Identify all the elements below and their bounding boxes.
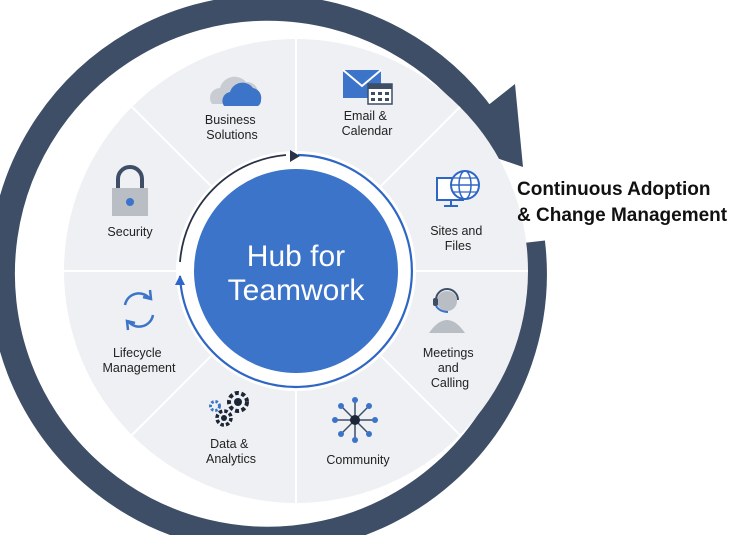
segment-label-line: Files (445, 239, 471, 253)
segment-lifecycle: Lifecycle Management (103, 346, 176, 375)
inner-arrowhead-left (175, 275, 185, 285)
svg-text:Data & Analytics: Data & Analytics (206, 437, 256, 466)
headset-person-icon (429, 288, 465, 333)
inner-cycle-arc-top (179, 154, 287, 263)
globe-monitor-icon (436, 170, 480, 207)
svg-text:Email & Calendar: Email & Calendar (342, 109, 393, 138)
network-hub-icon (332, 397, 378, 443)
envelope-calendar-icon (342, 69, 393, 105)
segment-label-line: Calling (431, 376, 469, 390)
segment-security: Security (107, 225, 153, 239)
segment-sites: Sites and Files (430, 224, 486, 253)
inner-cycle-ring (178, 153, 413, 389)
inner-arrowhead-top (290, 150, 300, 162)
segment-email: Email & Calendar (342, 109, 393, 138)
segment-meetings: Meetings and Calling (423, 346, 477, 390)
svg-text:Lifecycle Management: Lifecycle Management (103, 346, 176, 375)
hub-title-line2: Teamwork (228, 274, 366, 307)
segment-label-line: Calendar (342, 124, 393, 138)
segment-business: Business Solutions (205, 113, 259, 142)
refresh-icon (123, 289, 155, 331)
segment-data: Data & Analytics (206, 437, 256, 466)
cloud-icon (210, 76, 262, 106)
segment-label-line: Security (107, 225, 153, 239)
segment-label-line: Email & (344, 109, 388, 123)
segment-label-line: Business (205, 113, 256, 127)
svg-text:Community: Community (326, 453, 390, 467)
segment-label-line: Management (103, 361, 176, 375)
svg-text:Security: Security (107, 225, 153, 239)
svg-text:Meetings and Calli: Meetings and Calling (423, 346, 477, 390)
segment-label-line: Sites and (430, 224, 482, 238)
gears-icon (209, 391, 249, 427)
segment-label-line: and (438, 361, 459, 375)
segment-label-line: Solutions (206, 128, 257, 142)
segment-label-line: Data & (210, 437, 249, 451)
side-label-line1: Continuous Adoption (517, 179, 710, 200)
hub-title-line1: Hub for (247, 240, 345, 273)
segment-label-line: Community (326, 453, 390, 467)
segment-community: Community (326, 453, 390, 467)
segment-label-line: Analytics (206, 452, 256, 466)
segment-label-line: Lifecycle (113, 346, 162, 360)
side-label-line2: & Change Management (517, 205, 728, 226)
padlock-icon (112, 165, 148, 216)
hub-circle (194, 169, 398, 373)
svg-text:Business Solutions: Business Solutions (205, 113, 259, 142)
segment-label-line: Meetings (423, 346, 474, 360)
svg-text:Sites and Files: Sites and Files (430, 224, 486, 253)
continuous-arrow-arc (0, 0, 547, 535)
